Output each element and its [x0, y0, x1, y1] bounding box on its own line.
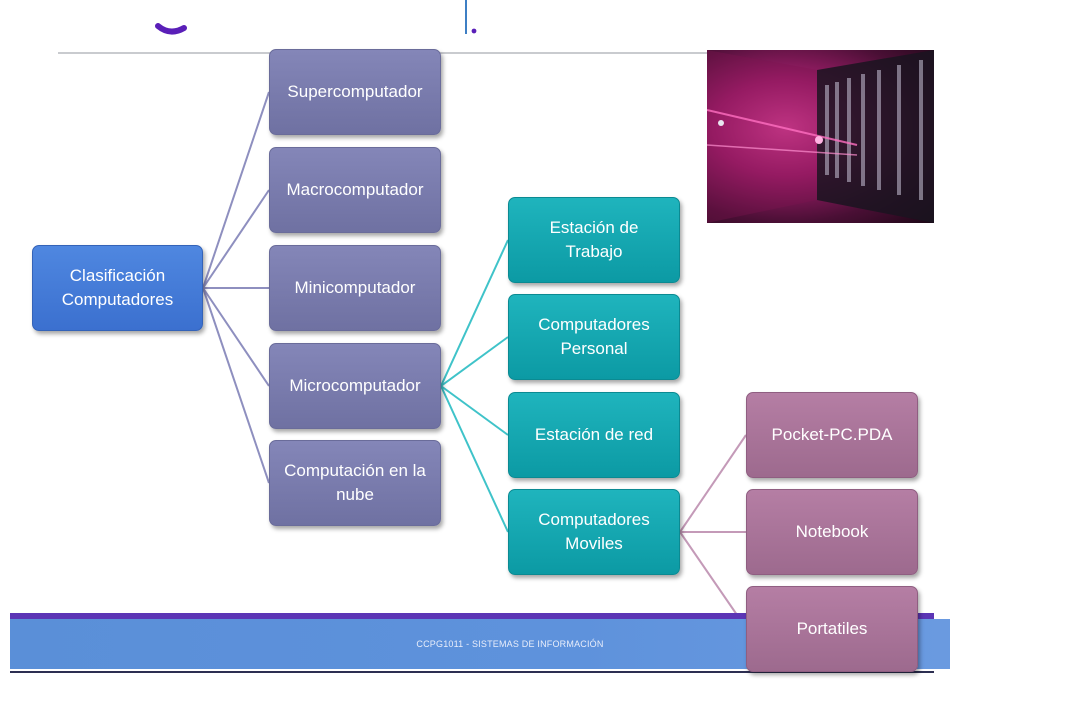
node-label: Portatiles: [796, 619, 868, 638]
connector-micro-moviles: [440, 385, 509, 533]
footer-text: CCPG1011 - SISTEMAS DE INFORMACIÓN: [416, 639, 604, 649]
node-microcomputador[interactable]: Microcomputador: [269, 343, 441, 429]
connector-root-microcomputador: [202, 287, 270, 387]
node-macrocomputador[interactable]: Macrocomputador: [269, 147, 441, 233]
node-computadores-personal[interactable]: Computadores Personal: [508, 294, 680, 380]
node-label: Computadores Personal: [538, 315, 650, 358]
node-label: Computadores Moviles: [538, 510, 650, 553]
node-label: Microcomputador: [289, 376, 421, 395]
connector-micro-estacion-red: [440, 385, 509, 436]
node-estacion-de-red[interactable]: Estación de red: [508, 392, 680, 478]
node-label: Macrocomputador: [286, 180, 424, 199]
connector-moviles-portatiles: [679, 531, 747, 629]
title-remnant: [155, 0, 477, 35]
node-supercomputador[interactable]: Supercomputador: [269, 49, 441, 135]
node-estacion-de-trabajo[interactable]: Estación de Trabajo: [508, 197, 680, 283]
node-clasificacion-computadores[interactable]: Clasificación Computadores: [32, 245, 203, 331]
node-label: Notebook: [795, 522, 869, 541]
node-pocket-pc-pda[interactable]: Pocket-PC.PDA: [746, 392, 918, 478]
node-label: Clasificación Computadores: [61, 266, 174, 309]
connector-root-macrocomputador: [202, 189, 270, 289]
supercomputer-photo: [707, 50, 934, 223]
node-minicomputador[interactable]: Minicomputador: [269, 245, 441, 331]
node-notebook[interactable]: Notebook: [746, 489, 918, 575]
server-racks-image: [707, 50, 934, 223]
node-label: Estación de Trabajo: [549, 218, 639, 261]
connector-root-nube: [202, 287, 270, 484]
node-label: Minicomputador: [294, 278, 416, 297]
node-label: Supercomputador: [287, 82, 423, 101]
node-portatiles[interactable]: Portatiles: [746, 586, 918, 672]
connector-root-supercomputador: [202, 91, 270, 289]
node-computadores-moviles[interactable]: Computadores Moviles: [508, 489, 680, 575]
footer-bottom-line: [10, 671, 934, 673]
connector-moviles-pocket: [679, 434, 747, 533]
node-label: Estación de red: [534, 425, 654, 444]
footer-accent-bar: [10, 613, 934, 620]
node-computacion-en-la-nube[interactable]: Computación en la nube: [269, 440, 441, 526]
node-label: Pocket-PC.PDA: [771, 425, 893, 444]
node-label: Computación en la nube: [284, 461, 426, 504]
connector-micro-personal: [440, 336, 509, 387]
connector-micro-estacion-trabajo: [440, 239, 509, 387]
